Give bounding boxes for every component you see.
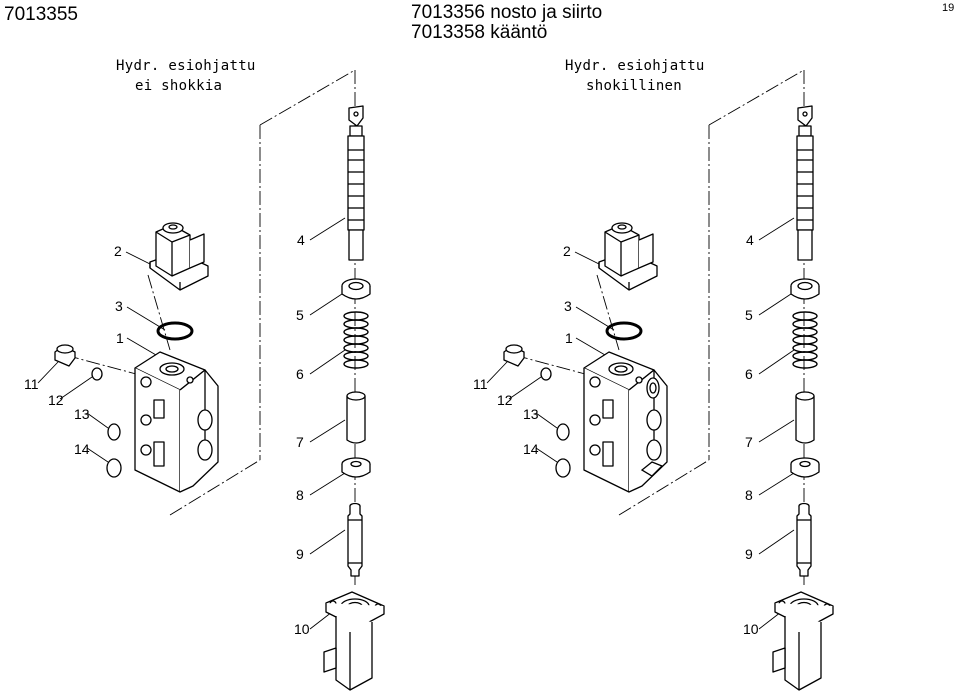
right-callout-9: 9 — [745, 546, 753, 562]
left-caption-line1: Hydr. esiohjattu — [116, 58, 256, 74]
left-callout-11: 11 — [24, 376, 39, 392]
page-number: 19 — [942, 2, 955, 14]
right-callout-12: 12 — [497, 392, 513, 408]
right-assembly-drawing — [485, 68, 835, 692]
right-callout-14: 14 — [523, 441, 539, 457]
right-callout-2: 2 — [563, 243, 571, 259]
center-title-line1: 7013356 nosto ja siirto — [411, 2, 603, 23]
left-callout-12: 12 — [48, 392, 64, 408]
left-callout-8: 8 — [296, 487, 304, 503]
left-callout-6: 6 — [296, 366, 304, 382]
left-callout-9: 9 — [296, 546, 304, 562]
right-callout-3: 3 — [564, 298, 572, 314]
left-callout-3: 3 — [115, 298, 123, 314]
right-callout-4: 4 — [746, 232, 754, 248]
right-caption-line2: shokillinen — [586, 78, 683, 94]
left-part-code: 7013355 — [4, 4, 78, 25]
left-callout-10: 10 — [294, 621, 310, 637]
left-callout-13: 13 — [74, 406, 90, 422]
left-callout-2: 2 — [114, 243, 122, 259]
left-callout-4: 4 — [297, 232, 305, 248]
left-assembly-drawing — [36, 68, 386, 692]
center-title-line2: 7013358 kääntö — [411, 22, 548, 43]
left-callout-7: 7 — [296, 434, 304, 450]
left-callout-1: 1 — [116, 330, 124, 346]
right-callout-5: 5 — [745, 307, 753, 323]
left-callout-5: 5 — [296, 307, 304, 323]
right-callout-6: 6 — [745, 366, 753, 382]
right-callout-11: 11 — [473, 376, 488, 392]
right-callout-10: 10 — [743, 621, 759, 637]
right-callout-7: 7 — [745, 434, 753, 450]
right-callout-1: 1 — [565, 330, 573, 346]
left-callout-14: 14 — [74, 441, 90, 457]
right-caption-line1: Hydr. esiohjattu — [565, 58, 705, 74]
right-callout-8: 8 — [745, 487, 753, 503]
left-caption-line2: ei shokkia — [135, 78, 223, 94]
right-callout-13: 13 — [523, 406, 539, 422]
shock-valve-ports — [640, 377, 664, 477]
